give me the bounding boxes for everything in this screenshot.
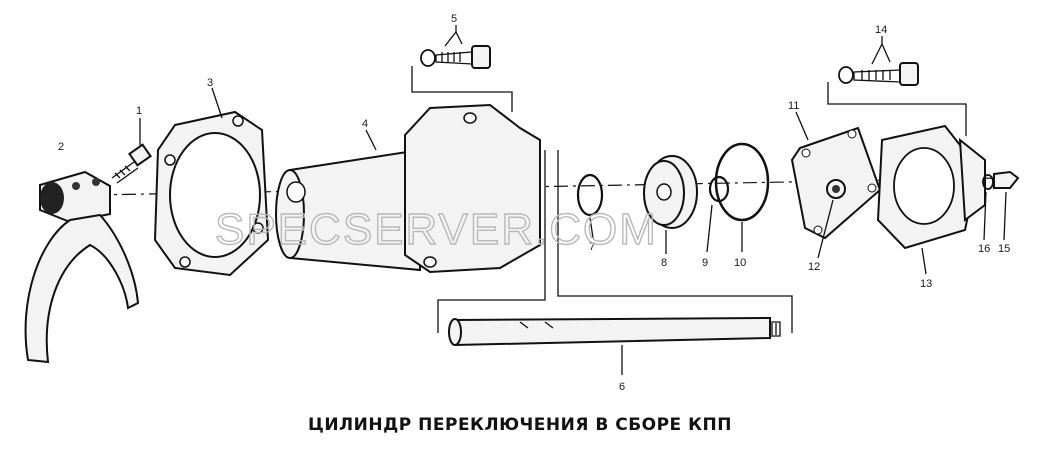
callout-3: 3 bbox=[207, 77, 213, 89]
diagram-title: ЦИЛИНДР ПЕРЕКЛЮЧЕНИЯ В СБОРЕ КПП bbox=[308, 415, 732, 435]
bolt-washer-set-right bbox=[827, 36, 967, 136]
cover-gasket-part bbox=[790, 111, 882, 259]
piston-part bbox=[643, 155, 698, 254]
callout-10: 10 bbox=[734, 257, 746, 269]
gasket-part bbox=[153, 87, 270, 277]
bolt-washer-set-top bbox=[411, 25, 513, 112]
cylinder-housing-part bbox=[275, 103, 541, 274]
plug-part bbox=[982, 170, 1020, 241]
callout-4: 4 bbox=[362, 118, 368, 130]
callout-13: 13 bbox=[920, 278, 932, 290]
callout-6: 6 bbox=[619, 381, 625, 393]
large-ring-part bbox=[714, 142, 770, 222]
callout-8: 8 bbox=[661, 257, 667, 269]
callout-5: 5 bbox=[451, 13, 457, 25]
bolt-part bbox=[111, 118, 152, 184]
callout-16: 16 bbox=[978, 243, 990, 255]
callout-14: 14 bbox=[875, 24, 887, 36]
callout-11: 11 bbox=[788, 100, 799, 112]
callout-9: 9 bbox=[702, 257, 708, 269]
shaft-part bbox=[437, 150, 793, 375]
callout-15: 15 bbox=[998, 243, 1010, 255]
callout-7: 7 bbox=[589, 241, 595, 253]
o-ring-part bbox=[576, 173, 604, 217]
watermark: SPECSERVER.COM bbox=[215, 205, 658, 254]
assembly-centerline bbox=[94, 177, 1001, 196]
end-cover-part bbox=[876, 124, 986, 275]
callout-12: 12 bbox=[808, 261, 820, 273]
callout-1: 1 bbox=[136, 105, 142, 117]
callout-2: 2 bbox=[58, 141, 64, 153]
shift-fork-part bbox=[24, 170, 140, 364]
